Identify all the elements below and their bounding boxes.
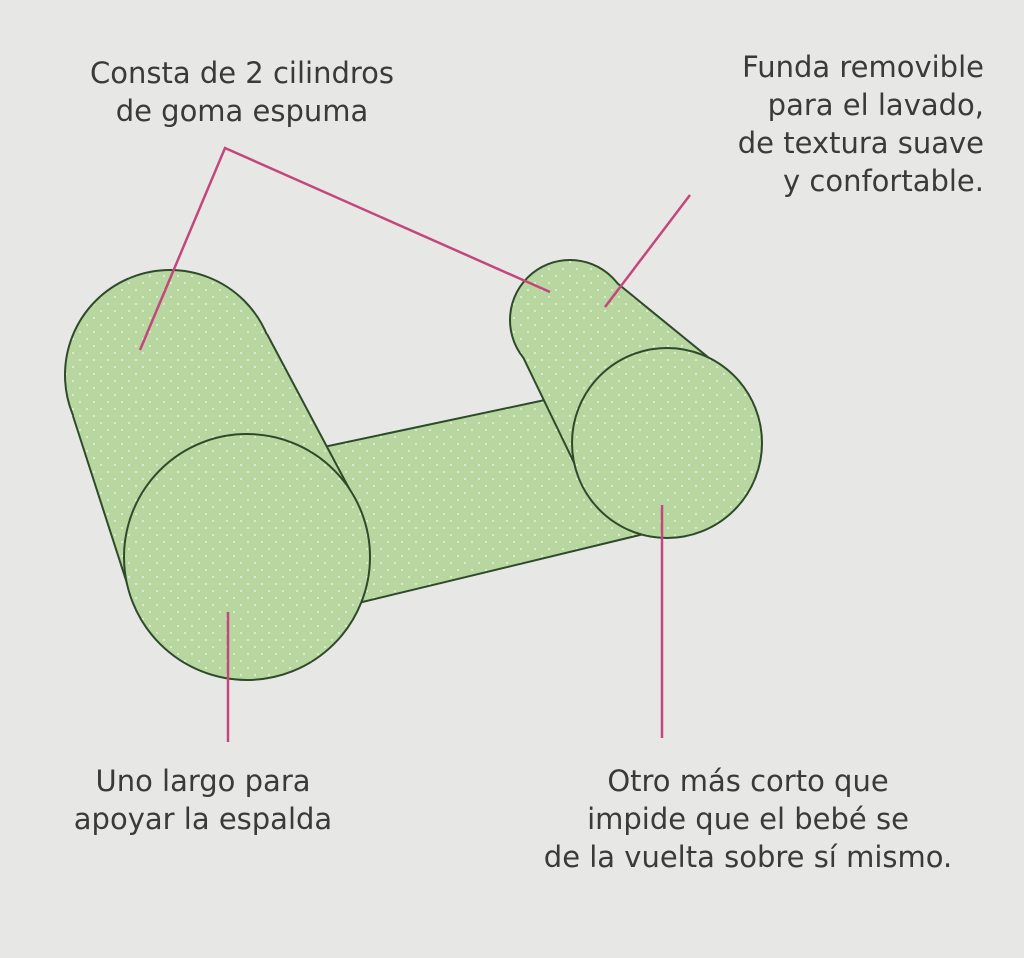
label-two-cylinders: Consta de 2 cilindros de goma espuma bbox=[89, 56, 395, 128]
leader-line-cylinders bbox=[138, 146, 551, 351]
label-long-cylinder: Uno largo para apoyar la espalda bbox=[73, 764, 333, 836]
long-cylinder bbox=[64, 269, 371, 681]
short-cylinder bbox=[509, 259, 763, 539]
label-short-cylinder: Otro más corto que impide que el bebé se… bbox=[543, 764, 953, 874]
label-removable-cover: Funda removible para el lavado, de textu… bbox=[737, 50, 984, 198]
leader-line-cover bbox=[604, 194, 691, 308]
